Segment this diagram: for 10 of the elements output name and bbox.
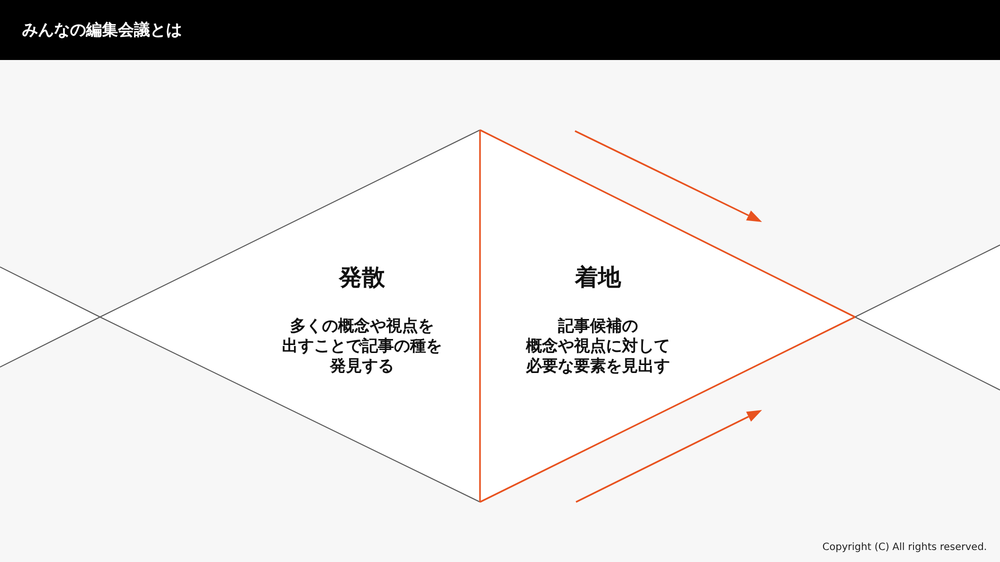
triangle-shape xyxy=(0,267,100,367)
slide-title: みんなの編集会議とは xyxy=(22,19,182,41)
stage-description: 記事候補の概念や視点に対して必要な要素を見出す xyxy=(526,316,670,376)
triangle-shape xyxy=(100,130,480,502)
stage-heading: 着地 xyxy=(575,264,621,293)
triangle-shape xyxy=(480,130,855,502)
triangle-shape xyxy=(855,245,1000,390)
stage-description: 多くの概念や視点を出すことで記事の種を発見する xyxy=(282,316,442,376)
stage-heading: 発散 xyxy=(339,264,385,293)
copyright-notice: Copyright (C) All rights reserved. xyxy=(822,541,987,555)
